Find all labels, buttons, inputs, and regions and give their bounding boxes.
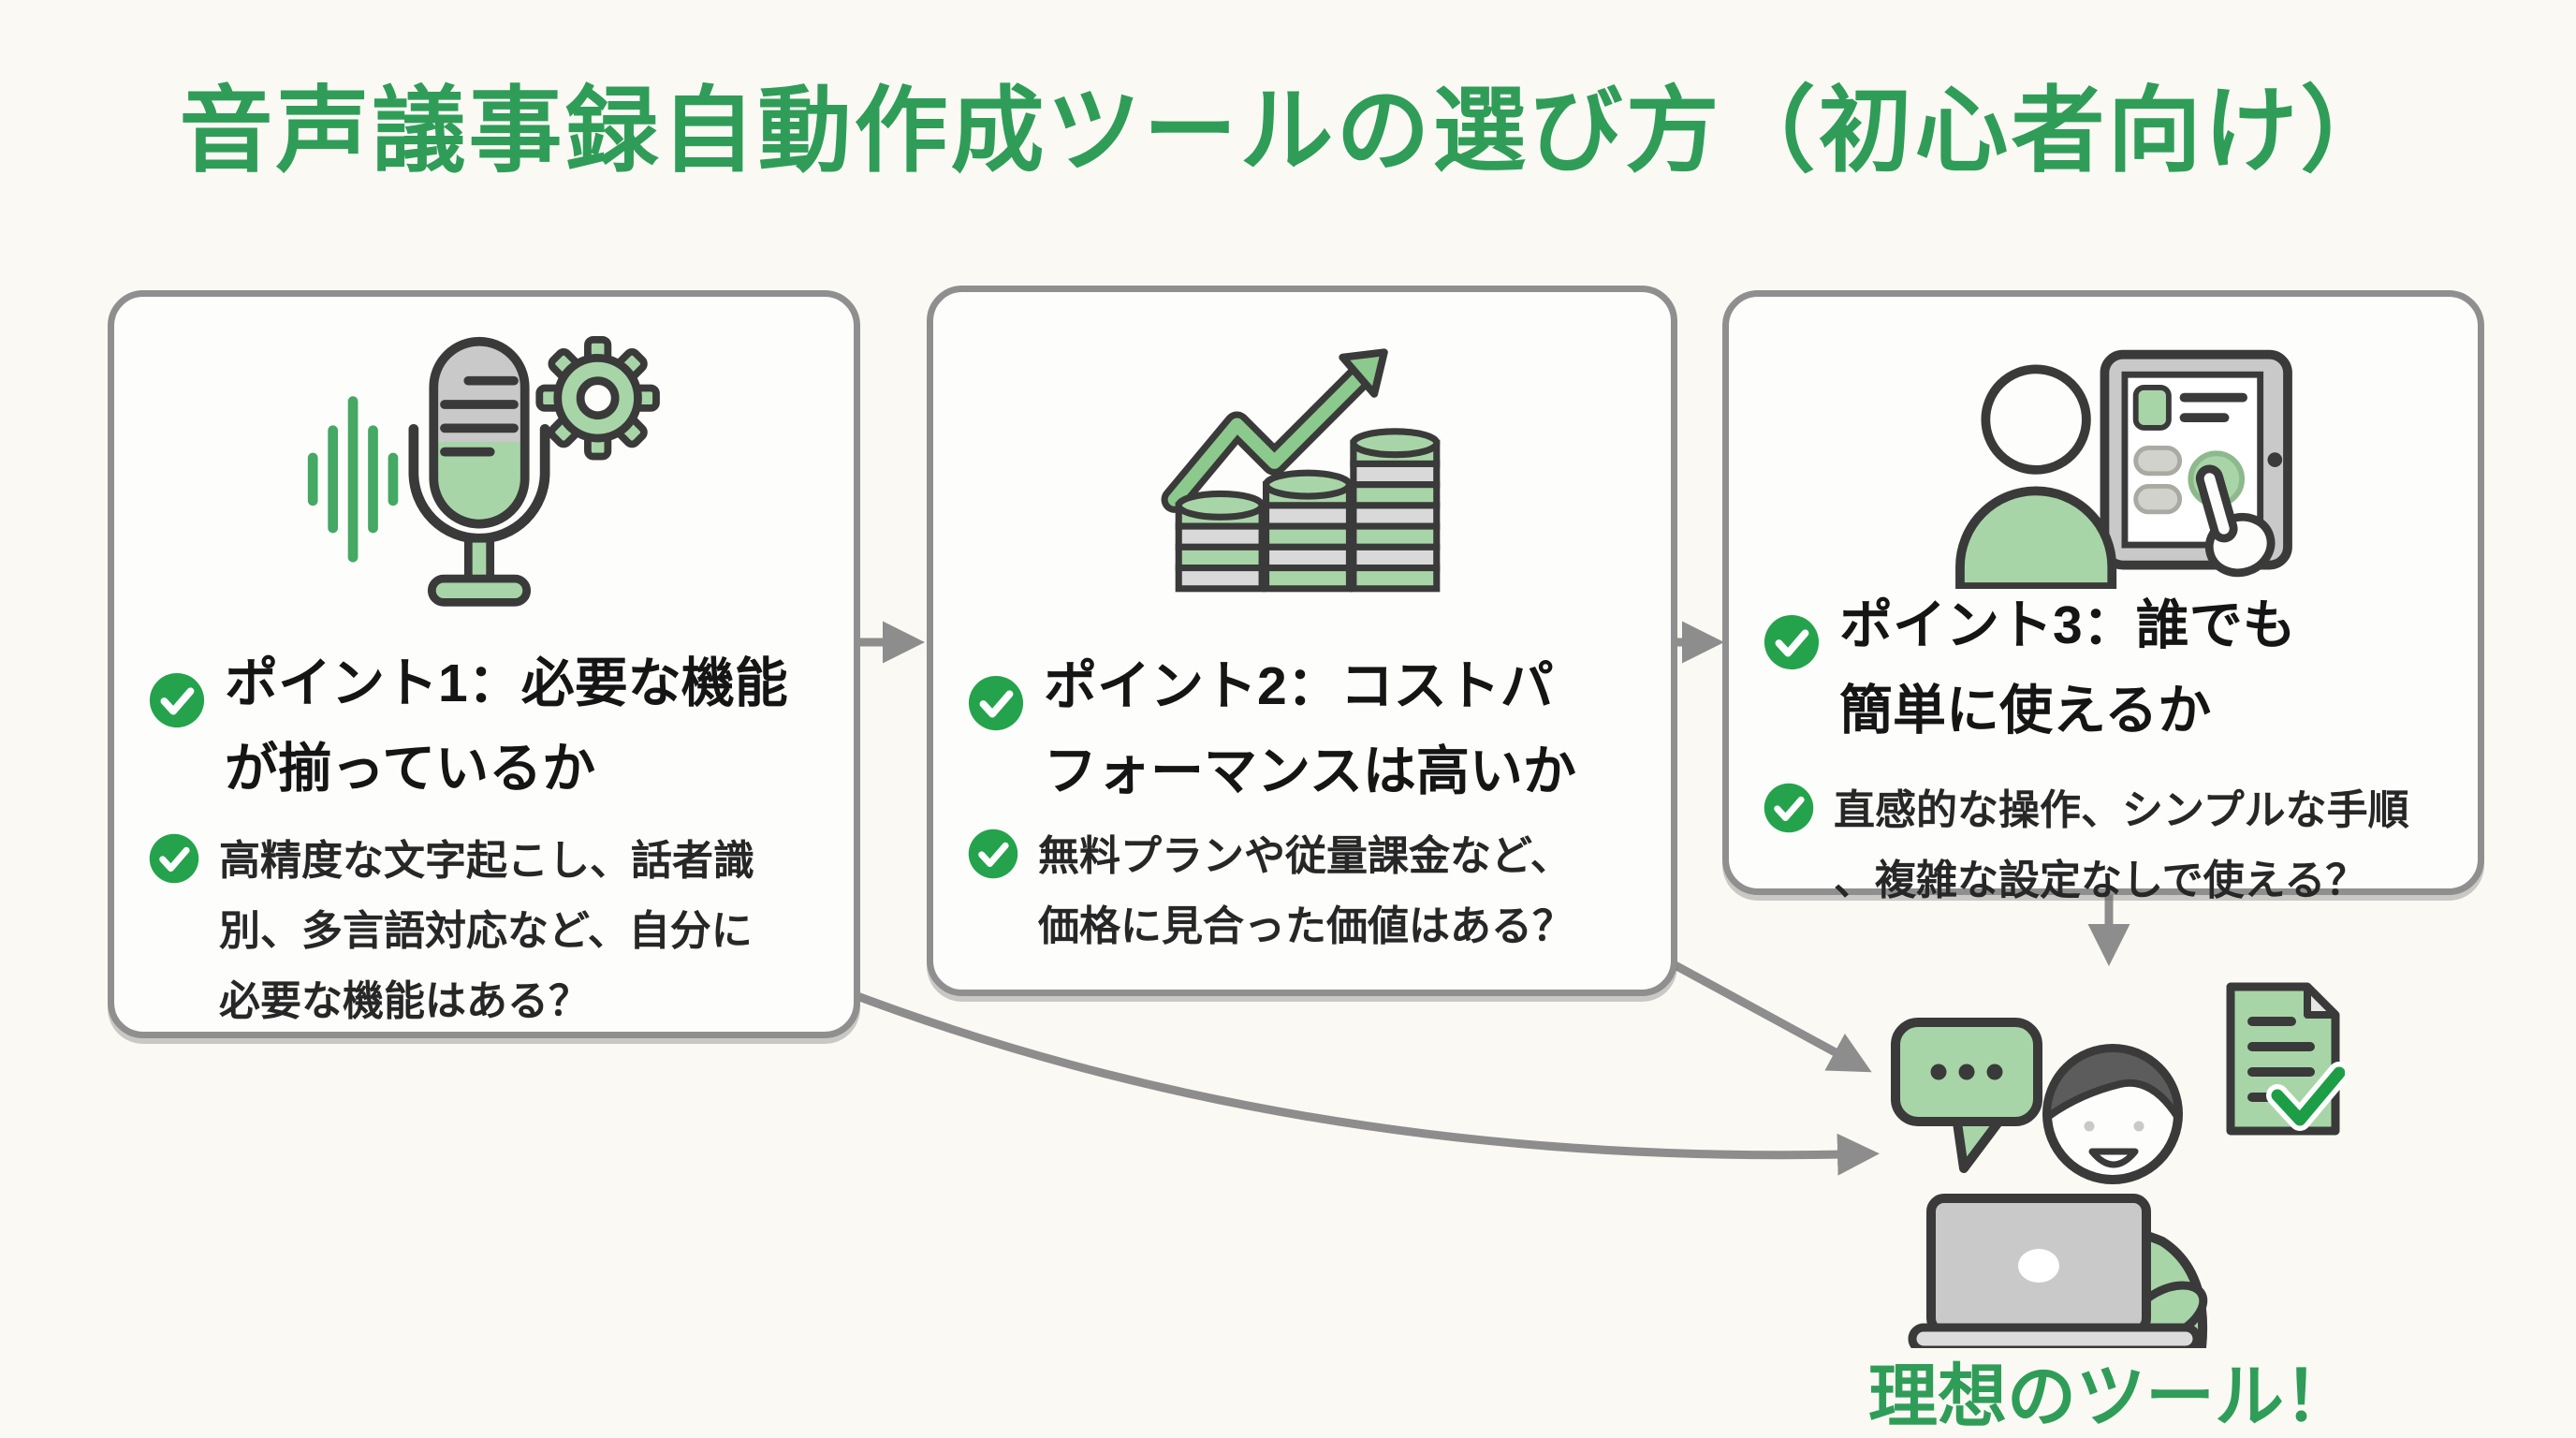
microphone-icon <box>408 336 550 607</box>
microphone-gear-icon <box>307 335 660 607</box>
check-icon <box>968 829 1018 879</box>
user-tablet-touch-icon <box>1955 349 2292 589</box>
point-3-checklist-item: 直感的な操作、シンプルな手順 、複雑な設定なしで使える？ <box>1763 776 2457 917</box>
result-illustration <box>1891 982 2345 1348</box>
speech-bubble-icon <box>1891 1018 2042 1173</box>
arrow-point1-to-result <box>841 986 1880 1176</box>
point-3-description: 直感的な操作、シンプルな手順 、複雑な設定なしで使える？ <box>1834 787 2409 903</box>
point-2-heading-row: ポイント2：コストパ フォーマンスは高いか <box>967 644 1650 814</box>
point-2-description: 無料プランや従量課金など、 価格に見合った価値はある？ <box>1038 833 1573 949</box>
check-icon <box>1764 783 1814 833</box>
point-3-heading-row: ポイント3：誰でも 簡単に使えるか <box>1763 583 2457 754</box>
growth-arrow-icon <box>1161 348 1388 513</box>
point-2-card: ポイント2：コストパ フォーマンスは高いか 無料プランや従量課金など、 価格に見… <box>927 286 1677 996</box>
point-2-heading: ポイント2：コストパ フォーマンスは高いか <box>1044 656 1576 802</box>
coin-stacks-icon <box>1175 428 1441 593</box>
person-laptop-icon <box>1908 1044 2208 1348</box>
sound-wave-icon <box>307 396 399 563</box>
check-icon <box>149 833 199 884</box>
check-icon <box>1764 614 1820 670</box>
result-label: 理想のツール！ <box>1868 1357 2353 1435</box>
point-1-card: ポイント1：必要な機能 が揃っているか 高精度な文字起こし、話者識 別、多言語対… <box>108 290 860 1038</box>
check-icon <box>968 675 1024 731</box>
point-1-heading-row: ポイント1：必要な機能 が揃っているか <box>148 641 833 812</box>
point-2-checklist-item: 無料プランや従量課金など、 価格に見合った価値はある？ <box>967 822 1650 962</box>
point-1-checklist-item: 高精度な文字起こし、話者識 別、多言語対応など、自分に 必要な機能はある？ <box>148 827 833 1036</box>
page-title: 音声議事録自動作成ツールの選び方（初心者向け） <box>179 79 2397 183</box>
approved-document-icon <box>2226 982 2345 1136</box>
user-icon <box>1955 364 2117 589</box>
point-1-description: 高精度な文字起こし、話者識 別、多言語対応など、自分に 必要な機能はある？ <box>219 838 754 1024</box>
point-1-heading: ポイント1：必要な機能 が揃っているか <box>225 653 788 800</box>
point-3-heading: ポイント3：誰でも 簡単に使えるか <box>1839 595 2296 741</box>
check-icon <box>149 672 205 728</box>
coin-stacks-growth-icon <box>1161 348 1441 593</box>
point-3-card: ポイント3：誰でも 簡単に使えるか 直感的な操作、シンプルな手順 、複雑な設定な… <box>1722 290 2484 903</box>
gear-icon <box>535 335 660 461</box>
arrow-point2-to-result <box>1667 959 1872 1073</box>
pointing-hand-icon <box>2195 464 2276 578</box>
